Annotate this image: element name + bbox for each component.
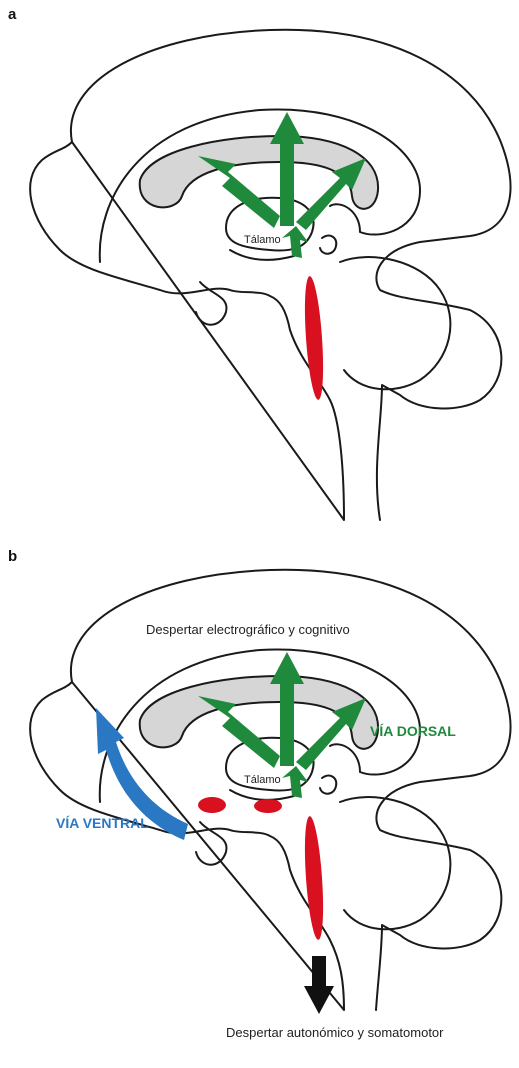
- brainstem-inner: [320, 776, 336, 794]
- dorsal-pathway-label: VÍA DORSAL: [370, 723, 456, 739]
- cortex-fold-2: [230, 790, 294, 800]
- reticular-nucleus: [302, 276, 327, 401]
- brain-diagram-b: Despertar electrográfico y cognitivo VÍA…: [0, 540, 519, 1068]
- ventral-pathway-label: VÍA VENTRAL: [56, 815, 149, 831]
- green-arrow-short: [282, 766, 308, 798]
- thalamus-label: Tálamo: [244, 234, 281, 246]
- green-arrow-up: [270, 652, 304, 766]
- brain-diagram-a: Tálamo: [0, 0, 519, 535]
- brain-outline: [30, 30, 510, 520]
- bottom-caption: Despertar autonómico y somatomotor: [226, 1025, 444, 1040]
- ascending-arrows: [198, 112, 366, 258]
- cortex-fold-2: [230, 250, 294, 260]
- cerebellum: [340, 797, 450, 929]
- thalamus-label: Tálamo: [244, 774, 281, 786]
- dorsal-pathway-arrows: [198, 652, 366, 798]
- green-arrow-short: [282, 226, 308, 258]
- hypothalamic-nucleus: [198, 797, 226, 813]
- brainstem-inner: [320, 236, 336, 254]
- reticular-nucleus: [302, 816, 327, 941]
- green-arrow-up: [270, 112, 304, 226]
- cerebellum: [340, 257, 450, 389]
- basal-forebrain-nucleus: [254, 799, 282, 813]
- top-caption: Despertar electrográfico y cognitivo: [146, 622, 350, 637]
- descending-output-arrow: [304, 956, 334, 1014]
